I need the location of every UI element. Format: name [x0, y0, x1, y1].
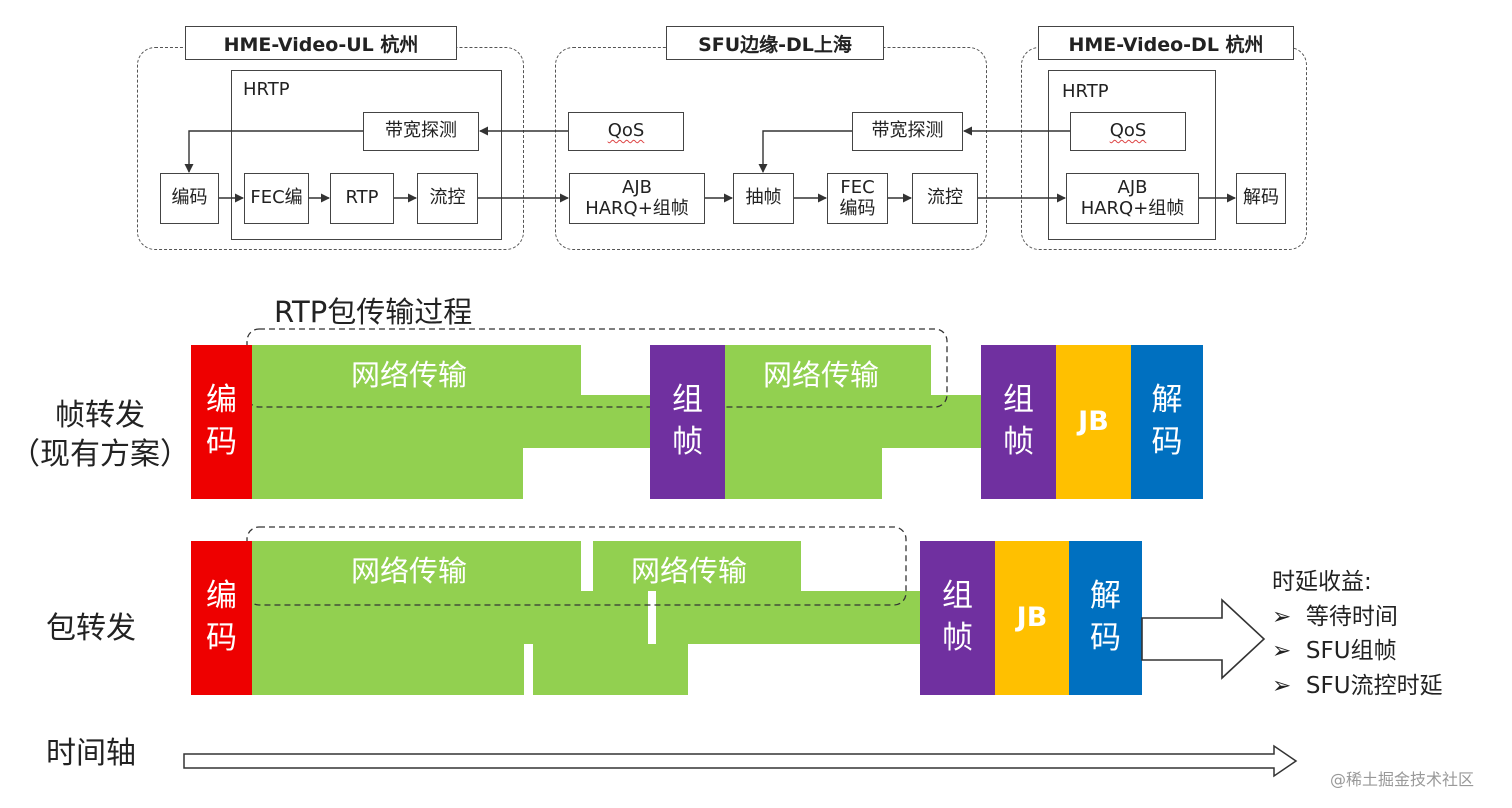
- row-label-frame-forward: 帧转发 （现有方案）: [10, 396, 190, 474]
- jitter-buffer-block-frame: JB: [1056, 345, 1131, 499]
- network-transfer-shape-1: [252, 345, 650, 499]
- region-title-sfu: SFU边缘-DL上海: [666, 26, 884, 60]
- region-title-hme-ul: HME-Video-UL 杭州: [185, 26, 457, 60]
- rtp-box: RTP: [330, 173, 394, 224]
- packet-gap-2: [648, 591, 656, 644]
- rtp-process-title: RTP包传输过程: [274, 295, 473, 329]
- flow-control-box-ul: 流控: [417, 173, 478, 224]
- bullet-arrow-icon: ➢: [1272, 603, 1306, 630]
- packet-gap-1: [581, 541, 593, 591]
- timeline-arrow: [183, 744, 1298, 778]
- assemble-block-receiver: 组 帧: [981, 345, 1056, 499]
- latency-gain-title: 时延收益:: [1272, 569, 1372, 595]
- qos-label-sfu: QoS: [607, 120, 645, 142]
- jitter-buffer-block-packet: JB: [995, 541, 1069, 695]
- latency-gain-item-2: ➢ SFU组帧: [1272, 638, 1397, 664]
- decode-block-packet: 解 码: [1069, 541, 1142, 695]
- hrtp-label-dl: HRTP: [1062, 81, 1109, 102]
- qos-box-dl: QoS: [1070, 112, 1186, 151]
- fec-label: FEC: [840, 176, 875, 198]
- bandwidth-probe-box-sfu: 带宽探测: [852, 112, 963, 151]
- network-transfer-label-3: 网络传输: [351, 554, 468, 588]
- top-diagram-arrows: [184, 126, 1236, 203]
- fec-encode-box-sfu: FEC 编码: [827, 173, 888, 224]
- ajb-label-dl: AJB: [1117, 176, 1148, 198]
- encode-box: 编码: [160, 173, 219, 224]
- flow-control-box-sfu: 流控: [912, 173, 978, 224]
- latency-gain-item-3: ➢ SFU流控时延: [1272, 672, 1443, 699]
- row-label-frame-forward-main: 帧转发: [55, 398, 145, 433]
- rtp-process-dashed-2: [246, 526, 907, 606]
- fec-encode-label: 编码: [839, 197, 876, 219]
- ajb-label: AJB: [622, 176, 652, 198]
- assemble-block-packet: 组 帧: [920, 541, 995, 695]
- decode-block-frame: 解 码: [1131, 345, 1203, 499]
- network-transfer-label-4: 网络传输: [631, 554, 748, 588]
- bullet-arrow-icon: ➢: [1272, 672, 1306, 699]
- packet-gap-3: [524, 644, 533, 695]
- row-label-frame-forward-note: （现有方案）: [10, 437, 190, 472]
- bandwidth-probe-box-ul: 带宽探测: [363, 112, 479, 151]
- network-transfer-shape-2: [725, 345, 981, 499]
- frame-extract-box: 抽帧: [733, 173, 794, 224]
- hrtp-frame-dl: [1048, 70, 1216, 240]
- network-transfer-shape-3: [252, 541, 920, 695]
- network-transfer-label-1: 网络传输: [351, 358, 468, 392]
- ajb-harq-box-dl: AJB HARQ+组帧: [1066, 173, 1199, 224]
- hrtp-frame-ul: [231, 70, 502, 240]
- region-title-hme-dl: HME-Video-DL 杭州: [1038, 26, 1294, 60]
- latency-gain-arrow: [1141, 598, 1266, 680]
- qos-label-dl: QoS: [1109, 120, 1147, 142]
- assemble-block-sfu: 组 帧: [650, 345, 725, 499]
- network-transfer-shape-4: [593, 541, 801, 591]
- rtp-process-dashed-1: [246, 328, 948, 408]
- encode-block-packet: 编 码: [191, 541, 252, 695]
- network-transfer-label-2: 网络传输: [763, 358, 880, 392]
- watermark: @稀土掘金技术社区: [1330, 770, 1475, 789]
- timeline-label: 时间轴: [46, 736, 136, 771]
- harq-label-dl: HARQ+组帧: [1080, 197, 1185, 219]
- hrtp-label-ul: HRTP: [243, 79, 290, 100]
- row-label-packet-forward: 包转发: [46, 611, 136, 646]
- harq-label: HARQ+组帧: [585, 197, 689, 219]
- encode-block-frame: 编 码: [191, 345, 252, 499]
- fec-encode-box: FEC编: [244, 173, 309, 224]
- bullet-arrow-icon: ➢: [1272, 638, 1306, 664]
- decode-box: 解码: [1236, 173, 1286, 224]
- qos-box-sfu: QoS: [568, 112, 684, 151]
- ajb-harq-box-sfu: AJB HARQ+组帧: [569, 173, 705, 224]
- latency-gain-item-1: ➢ 等待时间: [1272, 603, 1398, 630]
- latency-gain-list: 时延收益: ➢ 等待时间 ➢ SFU组帧 ➢ SFU流控时延: [1272, 565, 1443, 703]
